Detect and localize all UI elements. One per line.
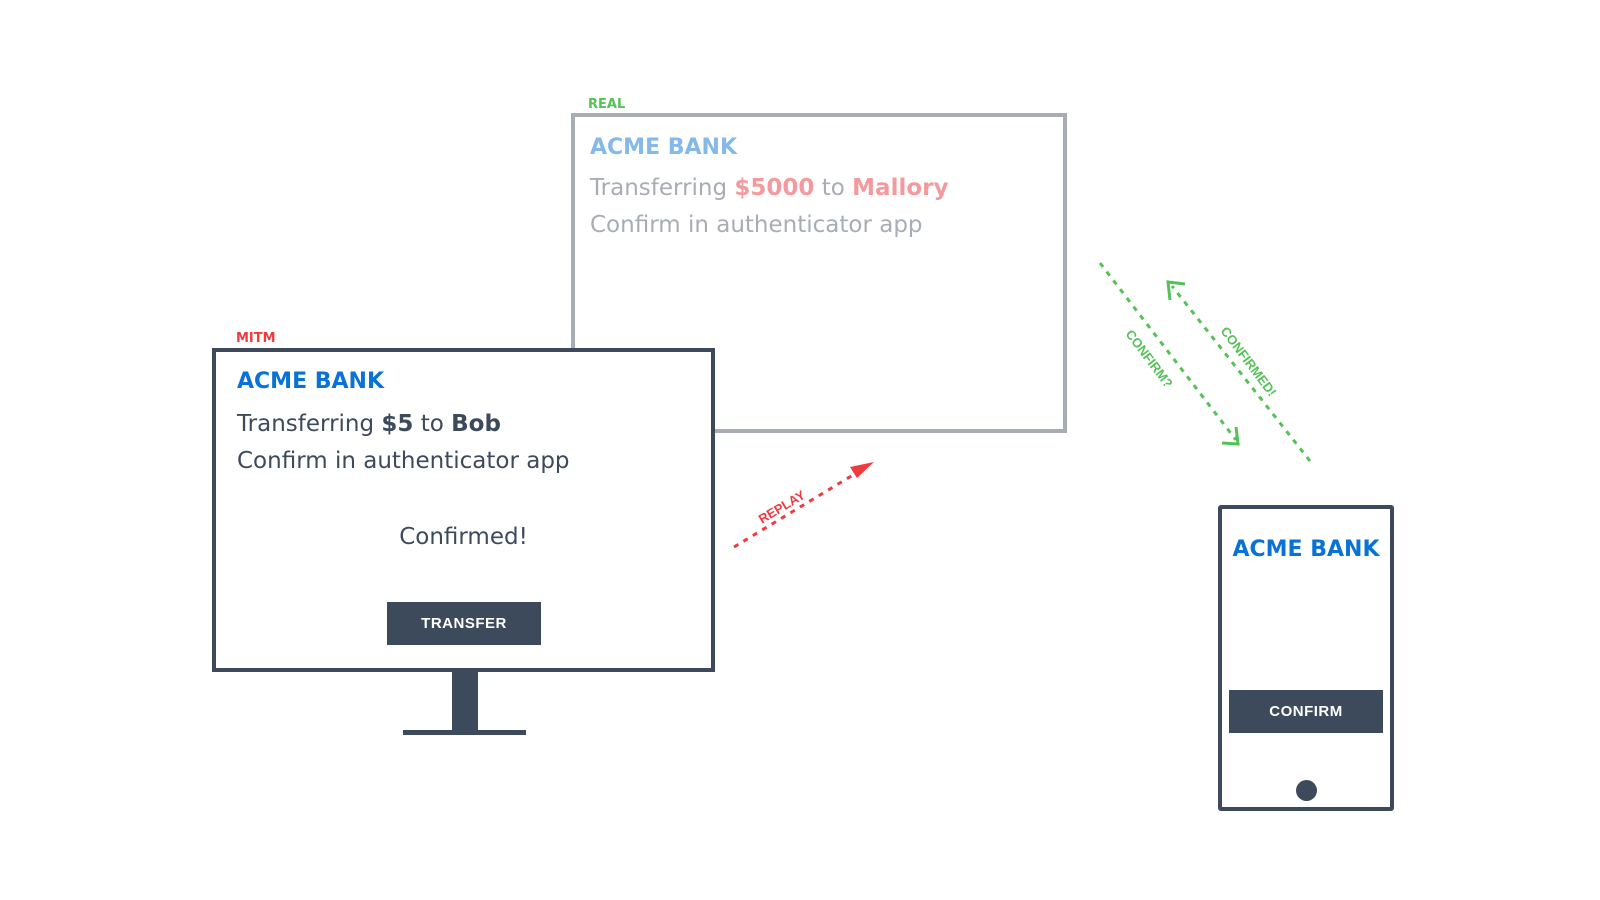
mitm-confirm-instruction: Confirm in authenticator app [237,448,570,474]
confirmed-response-arrow [1166,280,1312,462]
mitm-transfer-prefix: Transferring [237,411,382,437]
confirm-button[interactable]: CONFIRM [1229,690,1383,733]
confirm-arrowhead-icon [1221,426,1240,446]
mitm-bank-title: ACME BANK [237,369,385,394]
confirm-request-arrow [1098,262,1240,446]
mitm-bank-screen: ACME BANK Transferring $5 to Bob Confirm… [212,348,715,672]
mitm-status-text: Confirmed! [399,524,528,550]
real-transfer-recipient: Mallory [852,175,949,201]
real-transfer-mid: to [814,175,853,201]
real-confirm-instruction: Confirm in authenticator app [590,212,923,238]
mitm-label: MITM [236,331,276,346]
mitm-transfer-mid: to [413,411,452,437]
mitm-transfer-text: Transferring $5 to Bob [237,411,501,437]
confirmed-arrowhead-icon [1166,280,1186,301]
real-transfer-amount: $5000 [734,175,815,201]
real-transfer-text: Transferring $5000 to Mallory [590,175,948,201]
confirm-question-label: CONFIRM? [1123,327,1176,391]
real-transfer-prefix: Transferring [590,175,735,201]
confirmed-label: CONFIRMED! [1218,324,1280,399]
mitm-transfer-amount: $5 [381,411,414,437]
replay-arrowhead-icon [850,462,874,478]
replay-arrow [733,462,874,549]
phone-bank-title: ACME BANK [1232,537,1380,562]
phone-home-button [1296,780,1317,801]
phone-device: ACME BANK CONFIRM [1218,505,1394,811]
real-label: REAL [588,97,626,112]
monitor-stand-base [403,730,526,735]
real-bank-title: ACME BANK [590,135,738,160]
transfer-button[interactable]: TRANSFER [387,602,541,645]
monitor-stand-neck [452,671,478,730]
mitm-transfer-recipient: Bob [451,411,501,437]
